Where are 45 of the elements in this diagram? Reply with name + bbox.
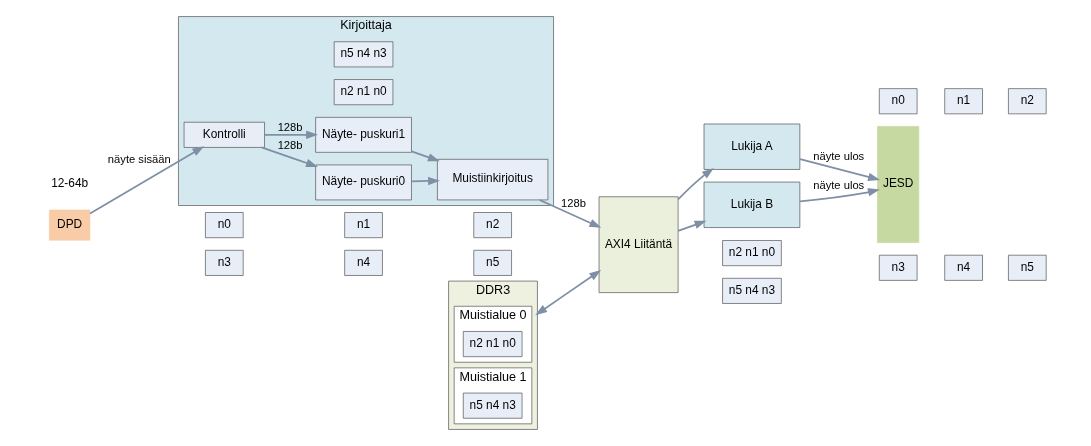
node-box: Muistiinkirjoitus	[437, 158, 549, 201]
node-box: Kontrolli	[183, 121, 265, 148]
node-box: n1	[944, 88, 983, 115]
node-box: JESD	[877, 126, 920, 243]
node-box: Näyte- puskuri1	[315, 117, 412, 153]
edge-label: 128b	[561, 196, 586, 209]
node-box: n2 n1 n0	[722, 240, 782, 267]
node-box: n3	[205, 249, 244, 276]
edge-label: näyte ulos	[813, 149, 865, 162]
node-box: n2 n1 n0	[333, 79, 394, 106]
edge-label: 128b	[277, 121, 303, 134]
edge-label: 128b	[277, 139, 303, 152]
arrow	[263, 130, 319, 139]
node-box: n5	[473, 249, 512, 276]
arrow	[677, 220, 707, 232]
arrow	[410, 176, 440, 186]
node-box: n2 n1 n0	[462, 331, 523, 357]
node-box: Näyte- puskuri0	[315, 164, 412, 201]
arrow	[799, 158, 880, 181]
node-box: AXI4 Liitäntä	[598, 196, 679, 293]
node-box: n4	[344, 249, 383, 276]
node-box: n3	[878, 254, 918, 281]
edge-label: näyte sisään	[107, 153, 171, 166]
node-box: n0	[205, 212, 244, 239]
node-box: n5 n4 n3	[333, 41, 394, 68]
label: 12-64b	[51, 176, 89, 191]
node-box: n5 n4 n3	[722, 277, 782, 304]
arrow	[260, 146, 318, 167]
node-box: Lukija B	[703, 181, 801, 228]
node-box: n2	[473, 212, 512, 239]
arrow	[89, 146, 205, 215]
node-box: DPD	[49, 209, 91, 241]
node-box: Lukija A	[703, 123, 801, 170]
node-box: n2	[1008, 88, 1047, 115]
edge-label: näyte ulos	[813, 179, 865, 192]
node-box: n5	[1008, 254, 1047, 281]
arrow	[535, 269, 602, 316]
node-box: n5 n4 n3	[462, 392, 523, 419]
node-box: n0	[878, 88, 918, 115]
arrow	[410, 150, 440, 162]
node-box: n4	[944, 254, 983, 281]
node-box: n1	[344, 212, 383, 239]
arrow	[799, 188, 880, 203]
arrow	[677, 167, 714, 201]
arrow	[538, 199, 602, 228]
